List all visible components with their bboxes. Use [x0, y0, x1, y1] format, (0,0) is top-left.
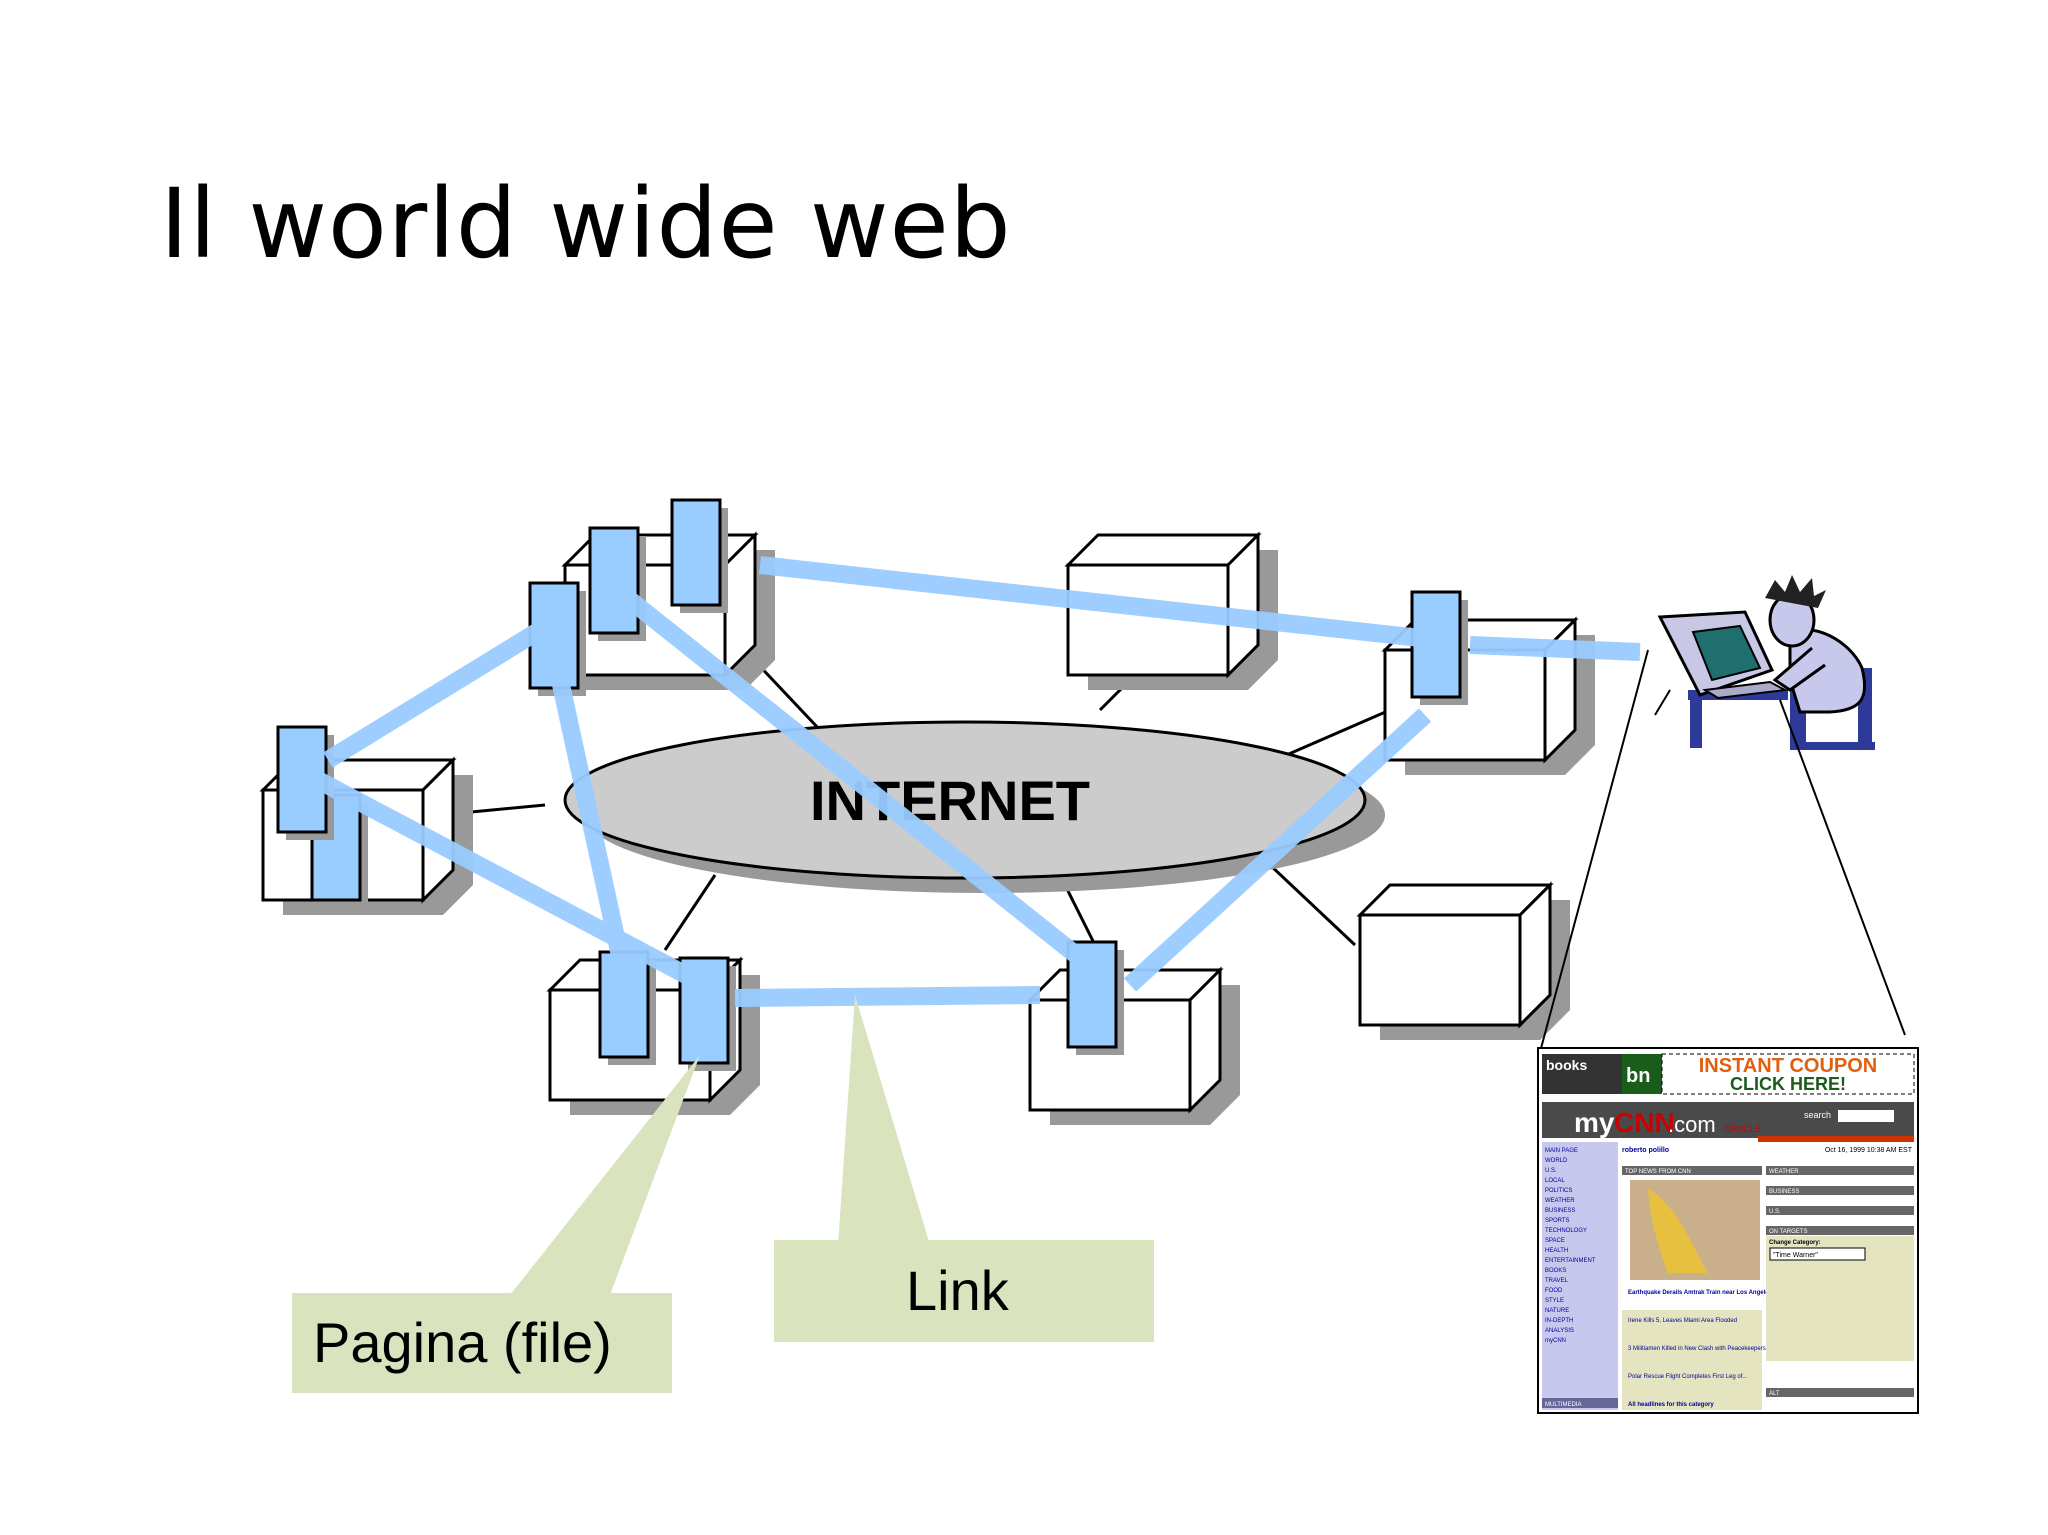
internet-cloud: INTERNET: [563, 720, 1385, 893]
change-category-label: Change Category:: [1769, 1240, 1821, 1246]
logo-my: my: [1574, 1107, 1615, 1138]
news-item[interactable]: 3 Militiamen Killed in New Clash with Pe…: [1628, 1346, 1766, 1352]
logo-cnn: CNN: [1614, 1107, 1675, 1138]
hyperlinks: [313, 556, 1641, 1007]
search-label: search: [1804, 1110, 1831, 1120]
user-at-computer-icon: [1654, 575, 1875, 750]
nav-item[interactable]: myCNN: [1545, 1338, 1566, 1344]
nav-item[interactable]: POLITICS: [1545, 1188, 1572, 1194]
callout-page-label: Pagina (file): [313, 1311, 612, 1374]
callout-page: Pagina (file): [292, 1055, 700, 1393]
nav-item[interactable]: MAIN PAGE: [1545, 1148, 1578, 1154]
left-nav: MAIN PAGE WORLD U.S. LOCAL POLITICS WEAT…: [1545, 1148, 1596, 1344]
weather-header: WEATHER: [1769, 1169, 1799, 1175]
nav-item[interactable]: TECHNOLOGY: [1545, 1228, 1587, 1234]
server-box-bottom-right: [1358, 883, 1570, 1040]
news-item[interactable]: Irene Kills 5, Leaves Miami Area Flooded: [1628, 1318, 1737, 1324]
nav-item[interactable]: NATURE: [1545, 1308, 1569, 1314]
top-news-header: TOP NEWS FROM CNN: [1625, 1169, 1691, 1175]
nav-item[interactable]: ENTERTAINMENT: [1545, 1258, 1596, 1264]
nav-item[interactable]: BOOKS: [1545, 1268, 1566, 1274]
nav-item[interactable]: WORLD: [1545, 1158, 1568, 1164]
business-header: BUSINESS: [1769, 1189, 1799, 1195]
nav-item[interactable]: LOCAL: [1545, 1178, 1565, 1184]
banner-books: books: [1546, 1057, 1587, 1073]
nav-item[interactable]: IN-DEPTH: [1545, 1318, 1573, 1324]
nav-item[interactable]: WEATHER: [1545, 1198, 1575, 1204]
callout-link: Link: [774, 995, 1154, 1342]
nav-item[interactable]: SPACE: [1545, 1238, 1565, 1244]
logo-com: .com: [1668, 1112, 1716, 1137]
page-date: Oct 16, 1999 10:38 AM EST: [1825, 1147, 1913, 1154]
alt-header: ALT: [1769, 1391, 1780, 1397]
multimedia-label: MULTIMEDIA: [1545, 1402, 1582, 1408]
banner-click: CLICK HERE!: [1730, 1074, 1846, 1094]
slide-title: Il world wide web: [160, 168, 1012, 280]
nav-item[interactable]: BUSINESS: [1545, 1208, 1575, 1214]
nav-item[interactable]: SPORTS: [1545, 1218, 1570, 1224]
nav-item[interactable]: TRAVEL: [1545, 1278, 1569, 1284]
nav-item[interactable]: FOOD: [1545, 1288, 1563, 1294]
banner-bn: bn: [1626, 1065, 1650, 1087]
server-box-bottom-middle: [1028, 968, 1240, 1125]
news-item[interactable]: Polar Rescue Flight Completes First Leg …: [1628, 1374, 1748, 1380]
nav-item[interactable]: HEALTH: [1545, 1248, 1568, 1254]
category-select[interactable]: "Time Warner": [1773, 1252, 1818, 1259]
banner-coupon: INSTANT COUPON: [1699, 1055, 1878, 1077]
on-targets-header: ON TARGETS: [1769, 1229, 1807, 1235]
web-page-screenshot: books bn INSTANT COUPON CLICK HERE! my C…: [1537, 1047, 1919, 1414]
logo-oracle: ORACLE: [1724, 1124, 1761, 1134]
nav-item[interactable]: ANALYSIS: [1545, 1328, 1574, 1334]
us-header: U.S.: [1769, 1209, 1781, 1215]
headline[interactable]: Earthquake Derails Amtrak Train near Los…: [1628, 1290, 1773, 1296]
callout-link-label: Link: [906, 1259, 1010, 1322]
zoom-lines: [1539, 649, 1906, 1053]
nav-item[interactable]: STYLE: [1545, 1298, 1564, 1304]
user-name[interactable]: roberto polillo: [1622, 1147, 1669, 1154]
nav-item[interactable]: U.S.: [1545, 1168, 1557, 1174]
all-headlines-link[interactable]: All headlines for this category: [1628, 1402, 1714, 1408]
